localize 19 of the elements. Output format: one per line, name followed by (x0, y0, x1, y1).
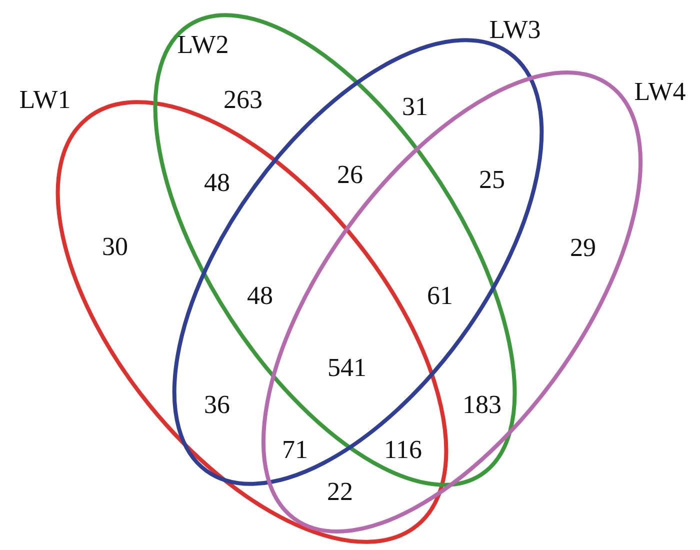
count-label: 183 (462, 390, 502, 419)
count-label: 30 (102, 232, 128, 261)
count-label: 31 (402, 92, 428, 121)
count-label: 116 (384, 435, 422, 464)
count-label: 29 (570, 233, 596, 262)
set-label: LW1 (19, 85, 71, 114)
count-label: 71 (282, 435, 308, 464)
count-label: 263 (224, 85, 262, 114)
count-label: 61 (427, 281, 453, 310)
count-label: 25 (479, 165, 505, 194)
count-label: 48 (247, 281, 273, 310)
set-label: LW2 (177, 30, 229, 59)
count-label: 541 (328, 353, 366, 382)
count-label: 22 (327, 477, 353, 506)
count-label: 36 (204, 390, 230, 419)
set-label: LW3 (489, 15, 541, 44)
count-label: 26 (337, 160, 363, 189)
set-label: LW4 (634, 77, 686, 106)
count-label: 48 (204, 168, 230, 197)
